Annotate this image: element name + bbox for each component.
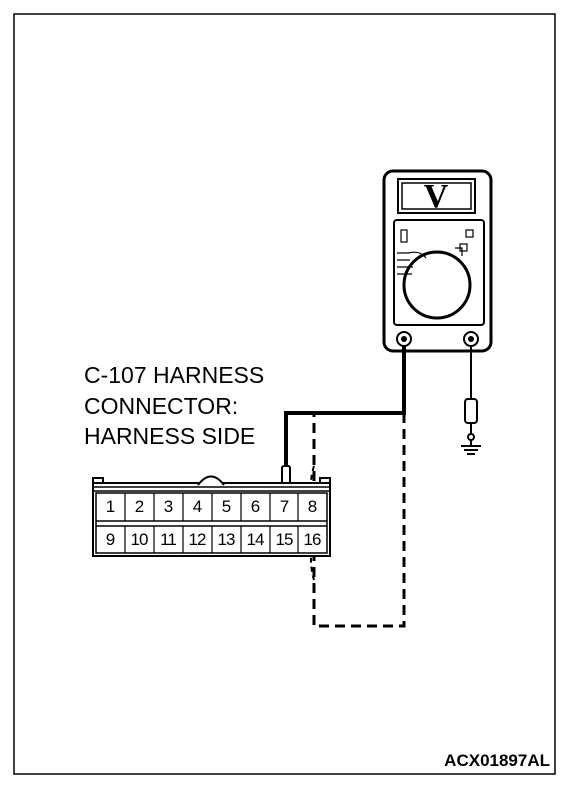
pin-label: 6 bbox=[250, 497, 260, 516]
pin-label: 8 bbox=[307, 497, 317, 516]
pin-label: 4 bbox=[192, 497, 202, 516]
connector-label-line-1: C-107 HARNESS bbox=[84, 362, 265, 388]
figure-frame bbox=[13, 13, 556, 775]
pin-label: 7 bbox=[279, 497, 289, 516]
connector-lock bbox=[197, 475, 225, 486]
connector-label-line-2: CONNECTOR: bbox=[84, 393, 239, 419]
pin-label: 5 bbox=[221, 497, 231, 516]
connector-label-line-3: HARNESS SIDE bbox=[84, 423, 256, 449]
harness-connector bbox=[92, 475, 331, 557]
pin-label: 14 bbox=[246, 530, 265, 549]
meter-led-top bbox=[465, 229, 474, 238]
voltmeter-icon bbox=[382, 169, 493, 353]
connector-latches bbox=[92, 477, 331, 483]
ground-symbol-icon bbox=[461, 440, 481, 455]
pin-label: 12 bbox=[188, 530, 207, 549]
meter-switch-left bbox=[400, 229, 408, 243]
pin-label: 16 bbox=[303, 530, 322, 549]
meter-display-inner bbox=[401, 182, 472, 210]
pin-label: 3 bbox=[163, 497, 173, 516]
meter-display-text: V bbox=[424, 178, 449, 215]
pin-label: 10 bbox=[130, 530, 149, 549]
figure-code: ACX01897AL bbox=[444, 751, 550, 770]
solid-test-lead bbox=[284, 346, 406, 470]
meter-range-marks-right bbox=[455, 247, 463, 256]
pin-label: 2 bbox=[134, 497, 144, 516]
pin-label: 9 bbox=[105, 530, 115, 549]
pin-label: 15 bbox=[275, 530, 294, 549]
probe-grip bbox=[464, 398, 478, 424]
pin-dividers bbox=[124, 493, 299, 553]
pin-label: 11 bbox=[160, 530, 177, 549]
meter-range-marks bbox=[397, 251, 427, 275]
meter-display bbox=[397, 178, 476, 214]
probe-clip bbox=[467, 433, 475, 441]
ground-probe bbox=[464, 346, 478, 441]
meter-jack-com-center bbox=[401, 336, 407, 342]
meter-jack-v-center bbox=[468, 336, 474, 342]
pin-label: 13 bbox=[217, 530, 236, 549]
dashed-test-lead bbox=[312, 411, 406, 628]
meter-dial bbox=[402, 250, 472, 320]
pin-label: 1 bbox=[105, 497, 115, 516]
